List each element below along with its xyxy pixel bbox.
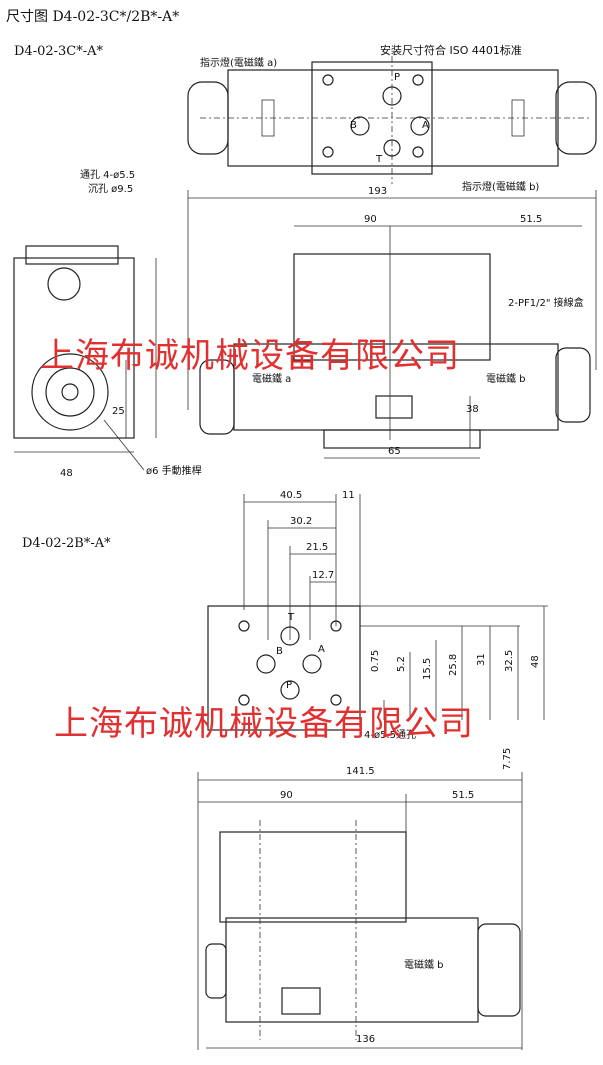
- side-view-3c: [13, 245, 157, 471]
- dim-40-5: 40.5: [280, 490, 303, 501]
- connector-label: 2-PF1/2" 接線盒: [508, 298, 584, 309]
- solenoid-a-label: 電磁鐵 a: [252, 374, 292, 385]
- port-face-2b: [207, 494, 548, 731]
- watermark-1: 上海布诚机械设备有限公司: [40, 336, 460, 376]
- dim-32-5: 32.5: [504, 649, 515, 672]
- indicator-b-label: 指示燈(電磁鐵 b): [462, 182, 540, 193]
- dim-25-8: 25.8: [448, 653, 459, 676]
- dim-0-75: 0.75: [370, 649, 381, 672]
- port-p-face: P: [286, 680, 293, 691]
- dim-12-7: 12.7: [312, 570, 335, 581]
- dim-136: 136: [356, 1034, 376, 1045]
- iso-note: 安装尺寸符合 ISO 4401标准: [380, 44, 522, 57]
- port-t-face: T: [288, 612, 295, 623]
- model-2b-label: D4-02-2B*-A*: [22, 536, 111, 551]
- dim-65: 65: [388, 446, 401, 457]
- port-p-top: P: [394, 72, 401, 83]
- front-view-3c: [199, 225, 591, 459]
- dim-48-face: 48: [530, 655, 541, 668]
- watermark-2: 上海布诚机械设备有限公司: [54, 704, 474, 744]
- port-b-top: B: [350, 120, 357, 131]
- dim-193: 193: [368, 186, 388, 197]
- port-a-face: A: [318, 644, 325, 655]
- front-view-2b: [197, 772, 523, 1050]
- dim-51-5-2b: 51.5: [452, 790, 475, 801]
- model-3c-label: D4-02-3C*-A*: [14, 44, 104, 59]
- dim-30-2: 30.2: [290, 516, 313, 527]
- dim-21-5: 21.5: [306, 542, 329, 553]
- hole-2b-label: 4-ø5.5通孔: [364, 730, 416, 741]
- through-hole-label: 通孔 4-ø5.5: [80, 170, 136, 181]
- counterbore-label: 沉孔 ø9.5: [88, 184, 134, 195]
- dim-48-side: 48: [60, 468, 73, 479]
- dim-90-top: 90: [364, 214, 377, 225]
- indicator-a-label: 指示燈(電磁鐵 a): [200, 58, 278, 69]
- dim-31: 31: [476, 653, 487, 666]
- dim-141-5: 141.5: [346, 766, 375, 777]
- dim-51-5-top: 51.5: [520, 214, 543, 225]
- port-t-top: T: [376, 154, 383, 165]
- port-a-top: A: [422, 120, 429, 131]
- dim-7-75: 7.75: [502, 747, 513, 770]
- page-title: 尺寸图 D4-02-3C*/2B*-A*: [6, 9, 180, 25]
- dim-38: 38: [466, 404, 479, 415]
- top-view-3c: [187, 56, 597, 184]
- manual-pin-label: ø6 手動推桿: [146, 466, 202, 477]
- dim-15-5: 15.5: [422, 657, 433, 680]
- solenoid-b-2b: 電磁鐵 b: [404, 960, 444, 971]
- dim-25: 25: [112, 406, 125, 417]
- dim-5-2: 5.2: [396, 656, 407, 672]
- port-b-face: B: [276, 646, 283, 657]
- solenoid-b-label: 電磁鐵 b: [486, 374, 526, 385]
- dim-90-2b: 90: [280, 790, 293, 801]
- dim-11: 11: [342, 490, 355, 501]
